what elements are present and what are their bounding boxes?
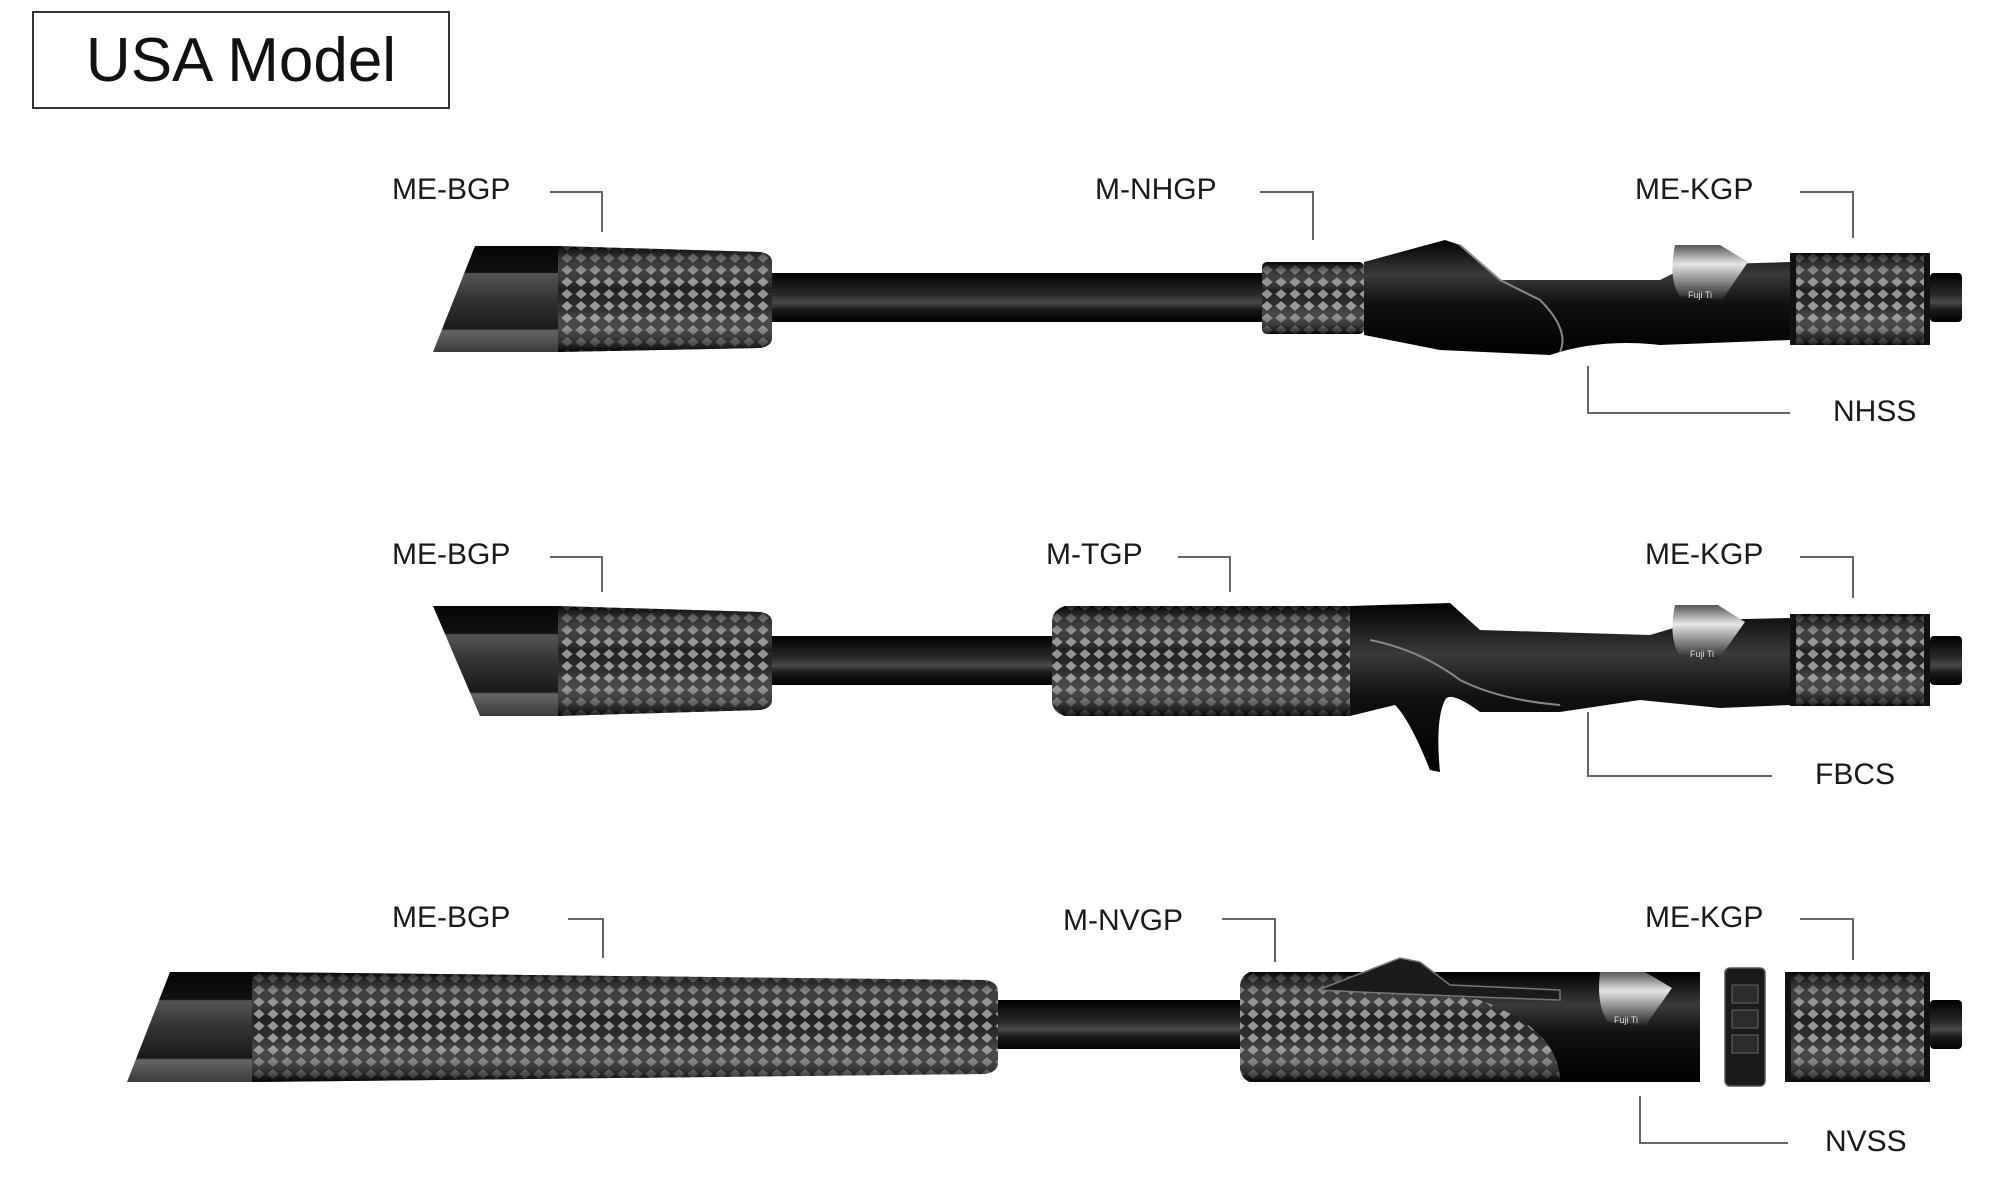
reel-seat-hood	[1599, 972, 1672, 1026]
rod-3: Fuji Ti	[127, 957, 1962, 1087]
page-title: USA Model	[85, 25, 397, 95]
rod-blank-tip	[1930, 636, 1962, 685]
label-butt-grip: ME-BGP	[392, 173, 511, 206]
stamp-text: Fuji Ti	[1688, 290, 1712, 300]
butt-cap	[433, 606, 558, 716]
leader-lines	[550, 191, 1854, 1144]
rod-blank	[770, 273, 1270, 322]
rod-blank-tip	[1930, 1000, 1962, 1049]
rod-2: Fuji Ti	[433, 603, 1962, 772]
title-box: USA Model	[32, 11, 450, 109]
label-winding-check-grip: ME-KGP	[1645, 901, 1764, 934]
rod-1: Fuji Ti	[433, 240, 1962, 355]
label-winding-check-grip: ME-KGP	[1645, 538, 1764, 571]
rod-blank-tip	[1930, 273, 1962, 322]
butt-cap	[127, 972, 252, 1082]
label-reel-seat: NVSS	[1825, 1125, 1907, 1158]
label-winding-check-grip: ME-KGP	[1635, 173, 1754, 206]
rod-blank	[990, 1000, 1250, 1049]
reel-seat-hood	[1672, 605, 1745, 660]
label-fore-grip: M-NVGP	[1063, 904, 1183, 937]
label-reel-seat: FBCS	[1815, 758, 1896, 791]
label-fore-grip: M-NHGP	[1095, 173, 1217, 206]
stamp-text: Fuji Ti	[1690, 649, 1714, 659]
butt-cap	[433, 246, 558, 352]
reel-seat-hood	[1672, 245, 1748, 300]
label-fore-grip: M-TGP	[1046, 538, 1143, 571]
reel-foot-hood	[1317, 957, 1561, 1001]
label-butt-grip: ME-BGP	[392, 901, 511, 934]
label-butt-grip: ME-BGP	[392, 538, 511, 571]
label-reel-seat: NHSS	[1833, 395, 1917, 428]
stamp-text: Fuji Ti	[1614, 1015, 1638, 1025]
rod-blank	[770, 636, 1060, 685]
